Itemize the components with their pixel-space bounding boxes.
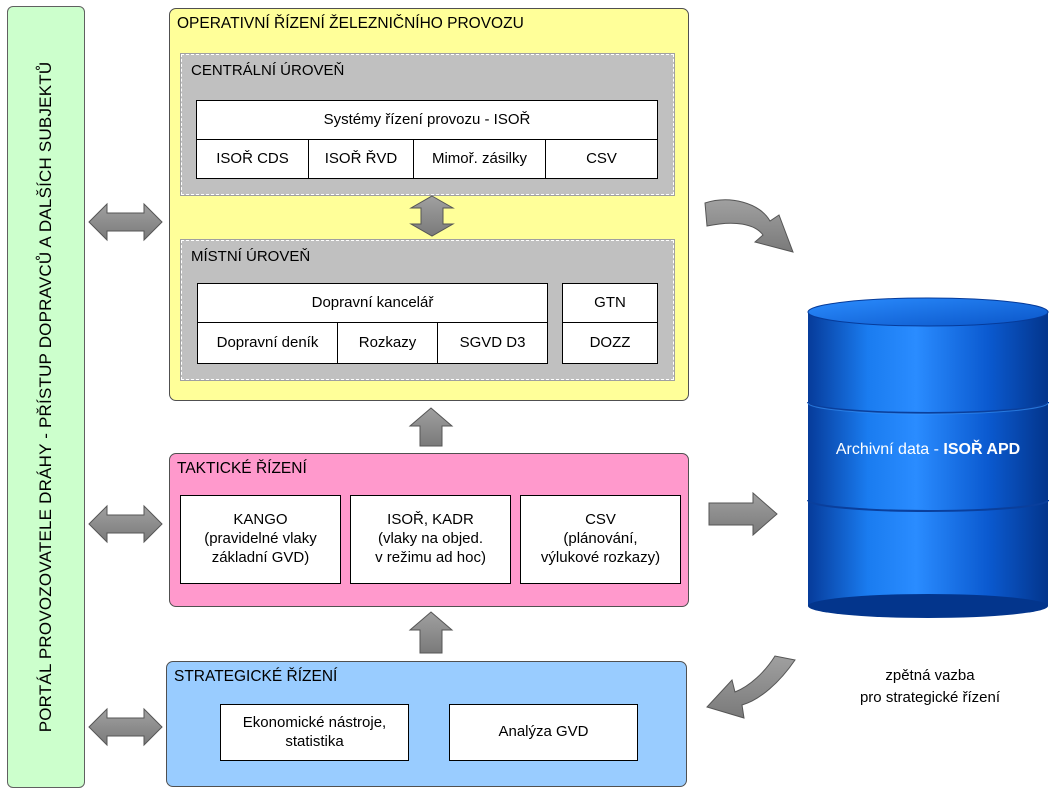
csv-line-3: výlukové rozkazy) bbox=[540, 548, 661, 566]
local-level-title: MÍSTNÍ ÚROVEŇ bbox=[191, 248, 311, 265]
double-arrow-icon bbox=[88, 504, 163, 544]
local-item-gtn: GTN bbox=[562, 283, 658, 323]
strategic-box-economic: Ekonomické nástroje,statistika bbox=[220, 704, 409, 761]
local-item-rozkazy: Rozkazy bbox=[337, 322, 438, 364]
kadr-line-3: v režimu ad hoc) bbox=[375, 548, 486, 566]
strategic-title: STRATEGICKÉ ŘÍZENÍ bbox=[174, 668, 338, 685]
tactical-title: TAKTICKÉ ŘÍZENÍ bbox=[177, 460, 307, 477]
kadr-line-1: ISOŘ, KADR bbox=[387, 511, 474, 529]
database-icon bbox=[807, 297, 1049, 618]
central-item-csv: CSV bbox=[545, 139, 658, 179]
up-arrow-icon bbox=[408, 611, 454, 654]
local-item-denik: Dopravní deník bbox=[197, 322, 338, 364]
central-level-title: CENTRÁLNÍ ÚROVEŇ bbox=[191, 62, 345, 79]
kango-line-1: KANGO bbox=[233, 511, 288, 529]
operational-title: OPERATIVNÍ ŘÍZENÍ ŽELEZNIČNÍHO PROVOZU bbox=[177, 15, 524, 32]
csv-line-2: (plánování, bbox=[563, 530, 638, 548]
archive-label-prefix: Archivní data - bbox=[835, 441, 944, 458]
vertical-double-arrow-icon bbox=[409, 195, 455, 237]
kango-line-2: (pravidelné vlaky bbox=[204, 530, 317, 548]
local-item-dozz: DOZZ bbox=[562, 322, 658, 364]
archive-label-bold: ISOŘ APD bbox=[943, 441, 1021, 458]
economic-line-1: Ekonomické nástroje, bbox=[242, 713, 387, 731]
portal-panel: PORTÁL PROVOZOVATELE DRÁHY - PŘÍSTUP DOP… bbox=[7, 6, 85, 788]
kango-line-3: základní GVD) bbox=[211, 548, 310, 566]
feedback-line-2: pro strategické řízení bbox=[859, 688, 1001, 706]
tactical-box-csv: CSV(plánování,výlukové rozkazy) bbox=[520, 495, 681, 584]
kadr-line-2: (vlaky na objed. bbox=[377, 530, 484, 548]
central-item-cds: ISOŘ CDS bbox=[196, 139, 309, 179]
archive-label: Archivní data - ISOŘ APD bbox=[808, 441, 1048, 459]
curved-arrow-icon bbox=[704, 199, 794, 253]
right-arrow-icon bbox=[708, 491, 778, 537]
economic-line-2: statistika bbox=[285, 732, 344, 750]
feedback-label: zpětná vazba pro strategické řízení bbox=[820, 665, 1040, 709]
double-arrow-icon bbox=[88, 707, 163, 747]
curved-arrow-icon bbox=[706, 655, 796, 719]
feedback-line-1: zpětná vazba bbox=[885, 667, 975, 684]
csv-line-1: CSV bbox=[585, 511, 616, 529]
tactical-box-kadr: ISOŘ, KADR(vlaky na objed.v režimu ad ho… bbox=[350, 495, 511, 584]
strategic-box-analysis: Analýza GVD bbox=[449, 704, 638, 761]
central-item-rvd: ISOŘ ŘVD bbox=[308, 139, 414, 179]
local-item-sgvd: SGVD D3 bbox=[437, 322, 548, 364]
up-arrow-icon bbox=[408, 407, 454, 447]
double-arrow-icon bbox=[88, 202, 163, 242]
